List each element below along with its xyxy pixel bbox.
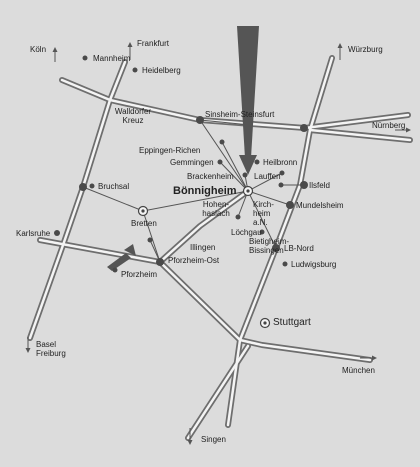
location-dot-icon [300,181,308,189]
city-label-wuerzburg: Würzburg [348,45,383,54]
city-label-line: Bissingen [249,246,284,255]
city-label-line: Kreuz [122,116,144,125]
city-label-line: Freiburg [36,349,66,358]
city-label-brackenheim: Brackenheim [187,172,234,181]
location-dot-icon [82,55,88,61]
city-label-line: a.N. [253,218,268,227]
location-dot-icon [242,185,254,197]
location-dot-icon [112,267,118,273]
city-label-heilbronn: Heilbronn [263,158,298,167]
city-label-muenchen: München [342,366,375,375]
location-dot-icon [156,258,164,266]
city-label-kirchheim: Kirch- heim a.N. [253,200,274,227]
city-label-sinsheim: Sinsheim-Steinsfurt [205,110,275,119]
city-label-line: Bietigheim- [249,237,290,246]
city-label-nuernberg: Nürnberg [372,121,406,130]
city-label-koeln: Köln [30,45,47,54]
city-label-frankfurt: Frankfurt [137,39,170,48]
route-pointer-icon [107,244,136,271]
location-dot-icon [279,170,285,176]
location-dot-icon [79,183,87,191]
location-dot-icon [254,159,260,165]
location-dot-icon [235,214,241,220]
location-dot-icon [300,124,308,132]
location-dot-icon [242,172,248,178]
city-label-bruchsal: Bruchsal [98,182,130,191]
city-label-pforzheim: Pforzheim [121,270,158,279]
city-label-lb-nord: LB-Nord [284,244,314,253]
city-label-mannheim: Mannheim [93,54,131,63]
city-label-hohenhaslach: Hohen- haslach [196,200,236,218]
location-dot-icon [278,182,284,188]
location-dot-icon [137,205,149,217]
highlight-city-label: Bönnigheim [173,185,237,197]
city-label-line: Kirch- [253,200,274,209]
city-label-loechgau: Löchgau [231,228,262,237]
city-label-eppingen: Eppingen-Richen [139,146,201,155]
location-dot-icon [259,317,271,329]
north-arrow-icon [237,26,259,158]
city-label-heidelberg: Heidelberg [142,66,181,75]
location-dot-icon [196,116,204,124]
city-label-line: Walldorfer [114,107,152,116]
location-dot-icon [132,67,138,73]
location-dot-icon [282,261,288,267]
city-label-ludwigsburg: Ludwigsburg [291,260,337,269]
city-label-gemmingen: Gemmingen [170,158,214,167]
location-dot-icon [219,139,225,145]
city-label-stuttgart: Stuttgart [273,317,311,328]
location-dot-icon [89,183,95,189]
location-dot-icon [286,201,294,209]
location-dot-icon [272,244,280,252]
city-label-line: Basel [36,340,57,349]
city-label-singen: Singen [201,435,226,444]
location-dot-icon [147,237,153,243]
city-label-lauffen: Lauffen [254,172,281,181]
location-dot-icon [259,229,265,235]
location-dot-icon [54,230,60,236]
city-label-bietigheim: Bietigheim- Bissingen [249,237,289,255]
north-arrow-icon [239,155,257,175]
city-label-line: haslach [202,209,230,218]
city-label-illingen: Illingen [190,243,216,252]
city-label-ilsfeld: Ilsfeld [309,181,330,190]
city-label-pforzheim-ost: Pforzheim-Ost [168,256,220,265]
city-label-line: heim [253,209,271,218]
city-label-walldorfer-kreuz: Walldorfer Kreuz [107,107,159,125]
city-label-line: Hohen- [202,200,230,209]
city-label-basel-freiburg: Basel Freiburg [36,340,66,358]
city-label-bretten: Bretten [131,219,157,228]
city-label-karlsruhe: Karlsruhe [16,229,51,238]
location-dot-icon [217,159,223,165]
city-label-mundelsheim: Mundelsheim [296,201,344,210]
